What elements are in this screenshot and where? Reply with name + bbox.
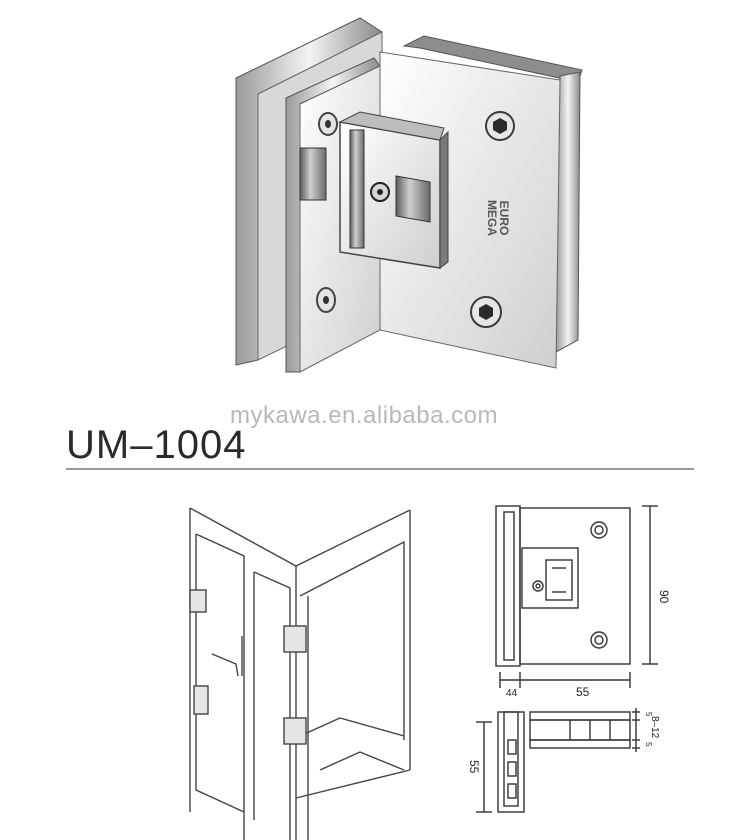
- brand-euro: EURO: [497, 201, 511, 236]
- hinge-product-photo: EURO MEGA: [235, 17, 583, 373]
- side-view-drawing: [476, 708, 640, 813]
- dim-offset-44: 44: [506, 688, 518, 699]
- brand-mega: MEGA: [485, 200, 499, 236]
- dim-small-a: 5: [644, 712, 653, 717]
- dim-small-b: 5: [644, 742, 653, 747]
- shower-enclosure-drawing: [189, 507, 411, 840]
- technical-drawings: 90 44 55 55 5 8–12 5: [189, 505, 671, 840]
- divider: [66, 468, 694, 470]
- hinge-knuckle-icon: [299, 111, 449, 269]
- front-view-drawing: [495, 505, 658, 688]
- dim-glass-thickness: 8–12: [649, 716, 660, 739]
- dim-height-90: 90: [657, 590, 671, 604]
- model-number: UM–1004: [66, 423, 247, 467]
- watermark: mykawa.en.alibaba.com: [230, 402, 498, 429]
- dim-depth-55: 55: [467, 760, 481, 774]
- dim-width-55: 55: [576, 685, 590, 699]
